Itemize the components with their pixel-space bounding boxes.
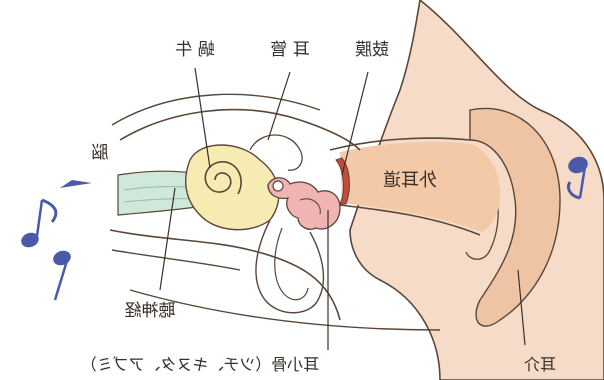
music-note-icon bbox=[19, 200, 56, 250]
label-auricle: 耳介 bbox=[524, 355, 556, 374]
skull-line-bottom-2 bbox=[112, 250, 240, 270]
leader-ear-tube bbox=[268, 72, 290, 140]
inner-ear-region bbox=[186, 145, 279, 230]
skull-line-top bbox=[120, 110, 360, 150]
label-brain: 脳 bbox=[92, 143, 109, 163]
sound-wave-arrow-icon bbox=[60, 180, 92, 188]
jaw-line bbox=[130, 290, 440, 330]
label-external-canal: 外耳道 bbox=[383, 170, 437, 191]
music-note-icon bbox=[51, 248, 73, 300]
label-cochlea: 蝸 牛 bbox=[175, 40, 214, 60]
label-ear-tube: 耳 管 bbox=[270, 40, 309, 60]
label-ossicles: 耳小骨（ツチ、キヌタ、アブミ） bbox=[81, 355, 320, 374]
label-auditory-nerve: 聴神経 bbox=[125, 301, 176, 321]
ossicle-stapes-ring bbox=[273, 181, 283, 191]
label-eardrum: 鼓膜 bbox=[355, 40, 389, 60]
